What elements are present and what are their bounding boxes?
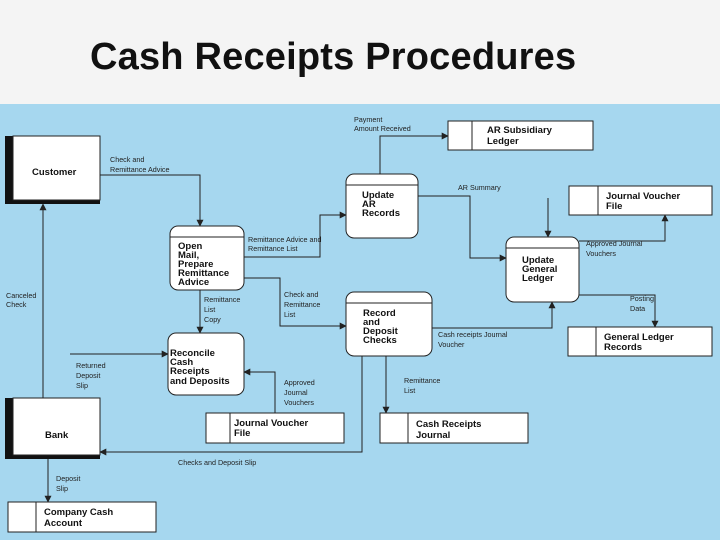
- flow-deposit-slip-label: Deposit Slip: [56, 474, 82, 493]
- store-ar-subsidiary-ledger: AR Subsidiary Ledger: [447, 120, 594, 151]
- page-title: Cash Receipts Procedures: [90, 36, 577, 78]
- process-update-gl: Update General Ledger: [505, 236, 580, 303]
- entity-bank: Bank: [5, 397, 101, 459]
- company-cash-label: Company Cash Account: [44, 507, 116, 529]
- flow-check-remittance-line: [100, 174, 204, 227]
- process-reconcile: Reconcile Cash Receipts and Deposits: [167, 332, 245, 396]
- flow-approved-jv-right-label: Approved Journal Vouchers: [586, 239, 644, 258]
- flow-remittance-advice-line: [244, 211, 347, 258]
- flow-checks-deposit-slip-line: [99, 356, 363, 456]
- store-cash-receipts-journal: Cash Receipts Journal: [379, 412, 529, 444]
- flow-canceled-check-label: Canceled Check: [6, 291, 38, 309]
- open-mail-label: Open Mail, Prepare Remittance Advice: [178, 241, 232, 288]
- bank-label: Bank: [45, 430, 69, 441]
- ar-subsidiary-label: AR Subsidiary Ledger: [487, 125, 555, 147]
- update-ar-label: Update AR Records: [362, 190, 400, 219]
- flow-checks-deposit-slip-label: Checks and Deposit Slip: [178, 458, 256, 467]
- flow-returned-deposit-label: Returned Deposit Slip: [76, 361, 108, 390]
- cash-receipts-journal-label: Cash Receipts Journal: [416, 419, 484, 441]
- record-deposit-label: Record and Deposit Checks: [363, 308, 400, 346]
- reconcile-label: Reconcile Cash Receipts and Deposits: [170, 348, 230, 387]
- flow-approved-jv-left-label: Approved Journal Vouchers: [284, 378, 317, 407]
- store-general-ledger-records: General Ledger Records: [567, 326, 713, 357]
- jv-bottom-label: Journal Voucher File: [234, 418, 311, 439]
- flow-lines: [39, 132, 669, 503]
- flow-posting-data-line: [579, 294, 659, 328]
- flow-remit-list-copy-label: Remittance List Copy: [204, 295, 242, 324]
- flow-cash-receipts-jv-label: Cash receipts Journal Voucher: [438, 330, 510, 349]
- slide-title-bar: Cash Receipts Procedures: [0, 0, 720, 104]
- process-update-ar: Update AR Records: [345, 173, 419, 239]
- store-company-cash-account: Company Cash Account: [7, 501, 157, 533]
- flow-check-remittance-label: Check and Remittance Advice: [110, 155, 170, 174]
- flow-payment-label: Payment Amount Received: [354, 115, 411, 133]
- flow-approved-jv-right-line: [579, 214, 669, 242]
- flow-payment-line: [379, 132, 449, 174]
- entity-customer: Customer: [5, 135, 101, 204]
- customer-label: Customer: [32, 167, 77, 178]
- flow-remittance-list-label: Remittance List: [404, 376, 442, 395]
- flow-posting-data-label: Posting Data: [630, 294, 656, 313]
- flow-approved-jv-left-line: [243, 368, 276, 413]
- flow-ar-summary-line: [418, 195, 507, 262]
- flow-ar-summary-label: AR Summary: [458, 183, 501, 192]
- store-journal-voucher-top: Journal Voucher File: [568, 185, 713, 216]
- flow-check-remit-list-line: [244, 277, 347, 330]
- flow-cash-receipts-jv-line: [432, 301, 556, 329]
- flow-labels: Payment Amount Received Check and Remitt…: [6, 115, 656, 493]
- general-ledger-label: General Ledger Records: [604, 332, 676, 353]
- store-journal-voucher-bottom: Journal Voucher File: [205, 412, 345, 444]
- update-gl-label: Update General Ledger: [522, 255, 560, 284]
- flow-check-remit-list-label: Check and Remittance List: [284, 290, 322, 319]
- jv-top-label: Journal Voucher File: [606, 191, 683, 212]
- process-open-mail: Open Mail, Prepare Remittance Advice: [169, 225, 245, 291]
- process-record-deposit: Record and Deposit Checks: [345, 291, 433, 357]
- flow-remit-advice-list-label: Remittance Advice and Remittance List: [248, 235, 324, 253]
